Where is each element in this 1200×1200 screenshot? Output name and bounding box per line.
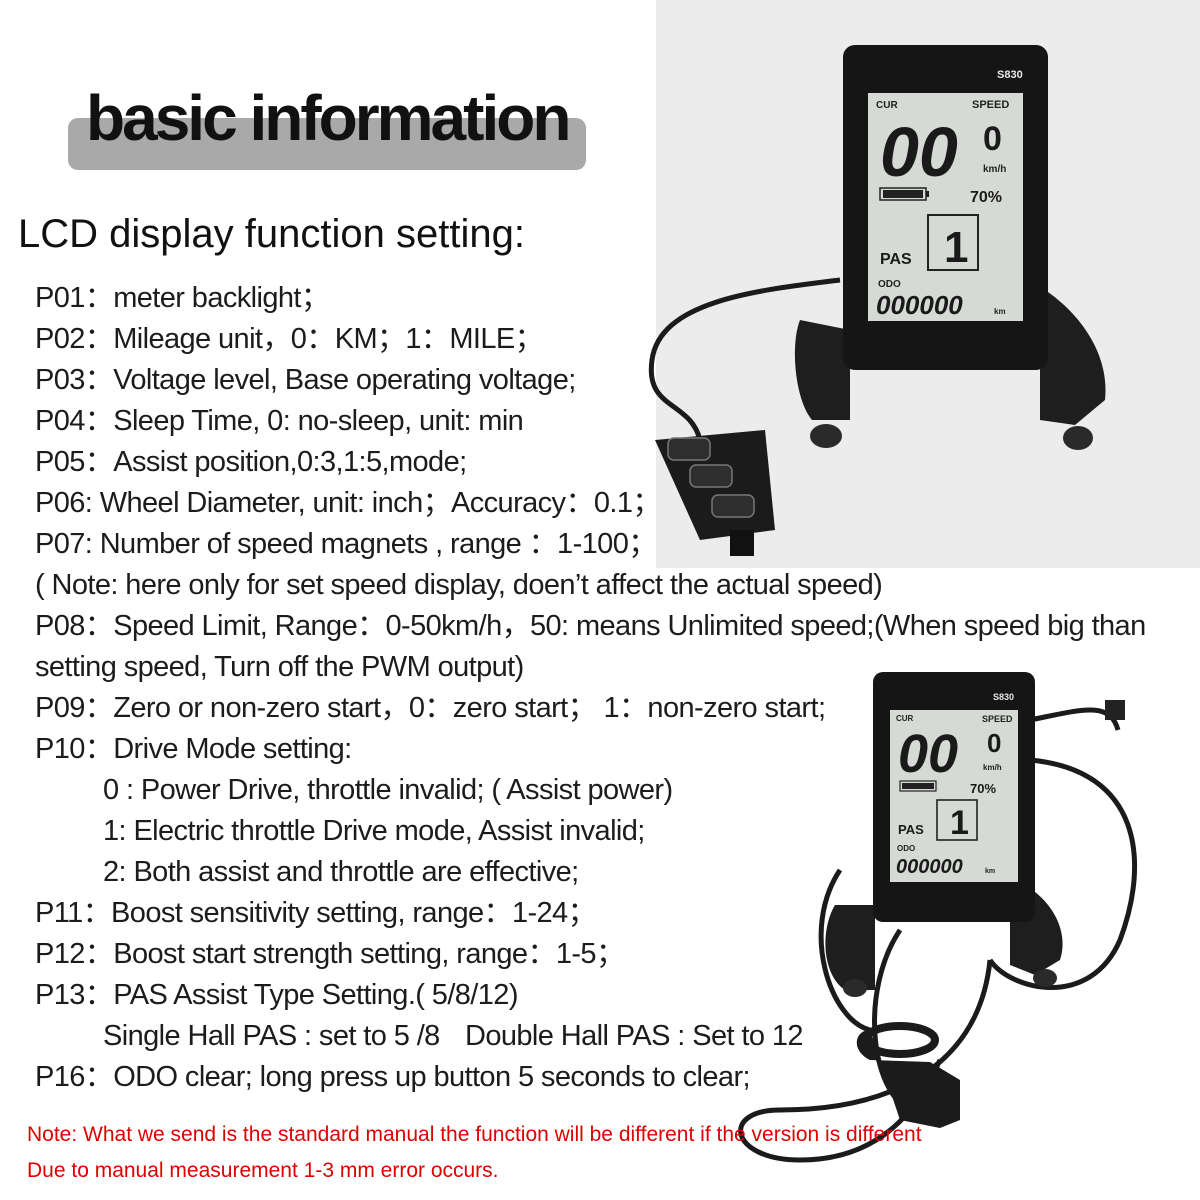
button-remote (655, 430, 775, 556)
battery-icon (879, 187, 929, 201)
speed-decimal: 0 (983, 120, 1002, 158)
param-p04: P04：Sleep Time, 0: no-sleep, unit: min (35, 405, 524, 437)
display-top-unit: S830 CUR SPEED 00 0 km/h 70% 1 PAS ODO 0… (648, 45, 1106, 450)
param-p13: P13：PAS Assist Type Setting.( 5/8/12) (35, 979, 518, 1011)
pas-level: 1 (944, 223, 968, 272)
param-p13-double-hall: Double Hall PAS : Set to 12 (465, 1020, 804, 1052)
param-p10-option-1: 1: Electric throttle Drive mode, Assist … (103, 815, 645, 847)
odo-value-bottom: 000000 (896, 856, 963, 878)
param-p10: P10：Drive Mode setting: (35, 733, 352, 765)
param-p05: P05：Assist position,0:3,1:5,mode; (35, 446, 467, 478)
section-subtitle: LCD display function setting: (18, 212, 525, 256)
param-p09: P09：Zero or non-zero start，0：zero start；… (35, 692, 826, 724)
pas-label-bottom: PAS (898, 822, 924, 837)
lcd-screen-bottom (890, 710, 1018, 882)
odo-unit: km (994, 307, 1006, 316)
battery-icon-bottom (899, 780, 937, 792)
display-bottom-unit: S830 CUR SPEED 00 0 km/h 70% 1 PAS ODO 0… (738, 672, 1138, 1163)
param-p11: P11：Boost sensitivity setting, range：1-2… (35, 897, 597, 929)
page-title: basic information (86, 82, 571, 154)
param-p13-single-hall: Single Hall PAS : set to 5 /8 (103, 1020, 440, 1052)
speed-integer-bottom: 00 (898, 724, 958, 784)
odo-label: ODO (878, 279, 901, 290)
odo-unit-bottom: km (985, 868, 995, 875)
param-p02: P02：Mileage unit，0：KM；1：MILE； (35, 323, 544, 355)
pas-level-bottom: 1 (950, 804, 969, 842)
speed-integer: 00 (880, 113, 958, 191)
model-label-bottom: S830 (993, 692, 1014, 702)
heading-background (68, 118, 586, 170)
lcd-screen (868, 93, 1023, 321)
model-label: S830 (997, 69, 1023, 81)
battery-percent: 70% (970, 189, 1002, 206)
battery-percent-bottom: 70% (970, 781, 996, 796)
param-p06: P06: Wheel Diameter, unit: inch；Accuracy… (35, 487, 661, 519)
speed-unit-bottom: km/h (983, 763, 1002, 772)
down-button-icon (711, 494, 755, 518)
param-p10-option-0: 0 : Power Drive, throttle invalid; ( Ass… (103, 774, 673, 806)
odo-value: 000000 (876, 290, 963, 320)
param-p12: P12：Boost start strength setting, range：… (35, 938, 625, 970)
odo-label-bottom: ODO (897, 844, 915, 853)
pas-label: PAS (880, 251, 912, 268)
button-remote-bottom (856, 1030, 960, 1128)
note-version: Note: What we send is the standard manua… (27, 1123, 922, 1146)
cur-label-bottom: CUR (896, 714, 914, 723)
param-p03: P03：Voltage level, Base operating voltag… (35, 364, 576, 396)
param-p08: P08：Speed Limit, Range：0-50km/h，50: mean… (35, 610, 1146, 642)
up-button-icon (667, 437, 711, 461)
speed-decimal-bottom: 0 (987, 728, 1001, 758)
param-p07-note: ( Note: here only for set speed display,… (35, 569, 883, 601)
note-measurement: Due to manual measurement 1-3 mm error o… (27, 1159, 499, 1182)
pas-frame-bottom (936, 799, 978, 841)
mode-button-icon (689, 464, 733, 488)
pas-frame (927, 214, 979, 271)
speed-label: SPEED (972, 99, 1009, 111)
param-p01: P01：meter backlight； (35, 282, 330, 314)
param-p16: P16：ODO clear; long press up button 5 se… (35, 1061, 751, 1093)
speed-unit: km/h (983, 164, 1006, 175)
param-p07: P07: Number of speed magnets , range ：1-… (35, 528, 657, 560)
speed-label-bottom: SPEED (982, 714, 1013, 724)
param-p10-option-2: 2: Both assist and throttle are effectiv… (103, 856, 579, 888)
param-p08-cont: setting speed, Turn off the PWM output) (35, 651, 524, 683)
cur-label: CUR (876, 100, 898, 111)
